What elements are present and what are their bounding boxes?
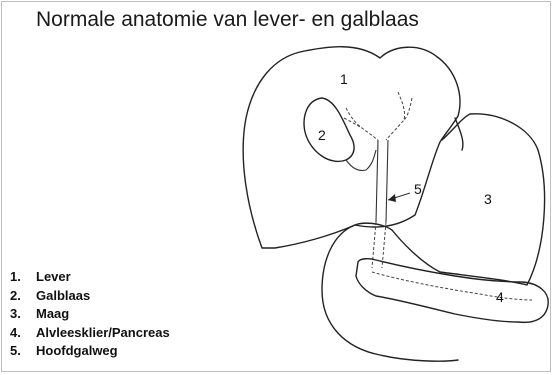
stomach-outline (322, 114, 545, 361)
legend-item: 4.Alvleesklier/Pancreas (10, 324, 170, 343)
legend-item: 1.Lever (10, 268, 170, 287)
label-pancreas: 4 (496, 289, 504, 305)
pancreas-outline (356, 259, 548, 323)
label-liver: 1 (340, 71, 348, 87)
intrahepatic-ducts-right (386, 92, 412, 140)
legend-item: 3.Maag (10, 305, 170, 324)
legend-item: 2.Galblaas (10, 287, 170, 306)
liver-outline (243, 47, 460, 248)
cystic-duct (346, 150, 376, 171)
label-stomach: 3 (484, 191, 492, 207)
gallbladder-outline (304, 98, 354, 161)
legend-item: 5.Hoofdgalweg (10, 342, 170, 361)
label-gallbladder: 2 (318, 127, 326, 143)
intrahepatic-ducts-left (344, 108, 378, 140)
common-bile-duct (376, 140, 388, 222)
bile-duct-pointer-arrowhead (388, 194, 396, 202)
legend-list: 1.Lever 2.Galblaas 3.Maag 4.Alvleesklier… (10, 268, 170, 361)
label-bile-duct: 5 (414, 181, 422, 197)
